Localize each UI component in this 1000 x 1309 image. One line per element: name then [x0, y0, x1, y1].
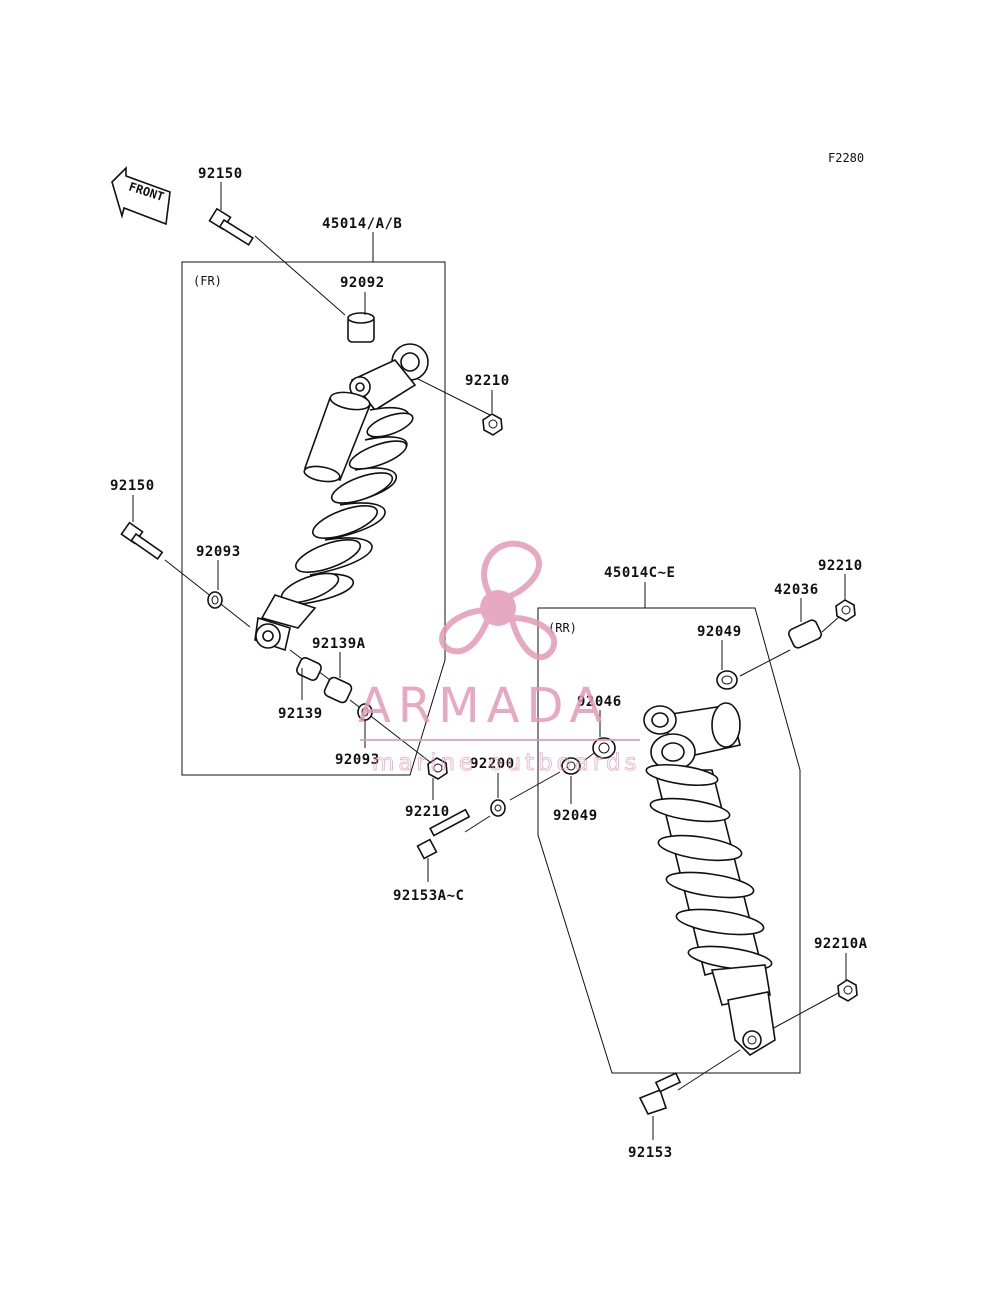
label-fr-seal-right: 92093	[335, 752, 380, 768]
label-rr-nut-top: 92210	[818, 558, 863, 574]
watermark-brand: ARMADA	[358, 678, 609, 734]
label-rr-bolt-lower: 92153A~C	[393, 888, 464, 904]
front-left-seal	[207, 591, 223, 609]
front-top-nut	[482, 413, 503, 436]
label-fr-collar-top: 92092	[340, 275, 385, 291]
front-assembly-label: 45014/A/B	[322, 216, 402, 232]
label-rr-washer: 92200	[470, 756, 515, 772]
label-rr-seal-lower: 92049	[553, 808, 598, 824]
front-group-frame	[181, 232, 446, 776]
front-right-seal	[357, 703, 373, 721]
rear-bottom-bolt	[638, 1072, 682, 1115]
label-fr-nut-bottom: 92210	[405, 804, 450, 820]
label-fr-bush: 92139	[278, 706, 323, 722]
label-fr-seal-left: 92093	[196, 544, 241, 560]
front-bush	[296, 657, 322, 681]
rear-group-tag: (RR)	[548, 621, 577, 635]
armada-watermark: ARMADA marine outboards	[358, 540, 640, 776]
label-rr-seal-top: 92049	[697, 624, 742, 640]
rear-assembly-label: 45014C~E	[604, 565, 675, 581]
rear-lower-bolt	[416, 808, 471, 860]
label-rr-bolt-bottom: 92153	[628, 1145, 673, 1161]
watermark-tagline: marine outboards	[372, 750, 640, 776]
label-fr-bolt-top: 92150	[198, 166, 243, 182]
rear-top-nut	[835, 599, 856, 622]
rear-shock-absorber	[643, 702, 776, 1057]
rear-washer	[490, 799, 506, 817]
rear-bearing	[592, 737, 616, 759]
label-rr-bearing: 92046	[577, 694, 622, 710]
rear-centre-lines	[464, 615, 841, 1091]
rear-collar	[788, 619, 822, 649]
front-bottom-nut	[427, 757, 448, 780]
label-rr-nut-bottom: 92210A	[814, 936, 868, 952]
label-fr-nut-top: 92210	[465, 373, 510, 389]
front-bottom-bolt	[120, 521, 164, 561]
front-shock-absorber	[254, 343, 429, 652]
rear-top-seal	[716, 670, 738, 690]
rear-group-frame	[537, 582, 801, 1074]
front-group-tag: (FR)	[193, 274, 222, 288]
label-rr-collar: 42036	[774, 582, 819, 598]
rear-bottom-nut	[837, 979, 858, 1002]
front-bush-a	[323, 676, 353, 704]
leader-lines	[132, 182, 847, 1140]
propeller-logo-icon	[439, 540, 558, 660]
diagram-code: F2280	[828, 151, 864, 165]
front-top-collar	[347, 312, 375, 343]
front-top-bolt	[208, 207, 254, 246]
label-fr-bush-a: 92139A	[312, 636, 366, 652]
label-fr-bolt-bottom: 92150	[110, 478, 155, 494]
front-direction-arrow: FRONT	[111, 166, 171, 226]
rear-lower-seal	[561, 757, 581, 775]
